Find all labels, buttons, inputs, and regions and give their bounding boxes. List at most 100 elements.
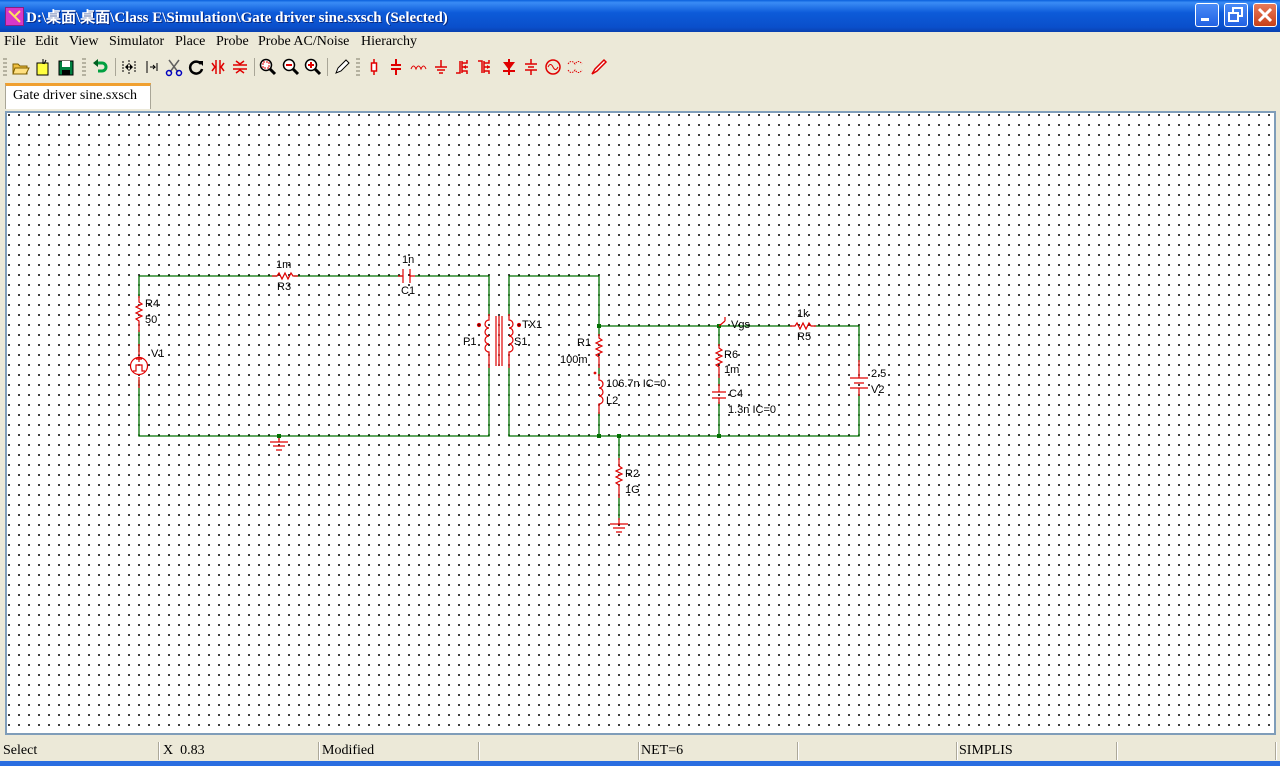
close-button[interactable] — [1253, 3, 1277, 27]
label-l2-value: 106.7n IC=0 — [606, 378, 666, 390]
transformer-button[interactable] — [565, 57, 585, 77]
undo-button[interactable] — [90, 57, 110, 77]
menu-edit[interactable]: Edit — [35, 34, 59, 49]
nmos-button[interactable] — [453, 57, 473, 77]
transformer-icon — [567, 61, 583, 73]
wire[interactable] — [508, 275, 600, 336]
zoom-out-button[interactable] — [281, 57, 301, 77]
capacitor-icon — [391, 59, 401, 75]
resistor-r3[interactable] — [272, 271, 298, 281]
label-r5-value: 1k — [797, 308, 809, 320]
flip-v-red-icon — [233, 60, 247, 74]
menu-file[interactable]: File — [4, 34, 26, 49]
menu-probe-ac-noise[interactable]: Probe AC/Noise — [258, 34, 350, 49]
probe-button[interactable] — [589, 57, 609, 77]
app-icon[interactable] — [5, 7, 24, 26]
status-simulator: SIMPLIS — [959, 743, 1013, 758]
label-tx1-ref: TX1 — [522, 319, 542, 331]
menu-probe[interactable]: Probe — [216, 34, 249, 49]
rotate-button[interactable] — [186, 57, 206, 77]
zoom-out-icon — [282, 58, 300, 76]
menu-view[interactable]: View — [69, 34, 99, 49]
restore-icon — [1228, 7, 1243, 22]
flip-h-red-icon — [211, 60, 225, 74]
inductor-button[interactable] — [409, 57, 429, 77]
save-button[interactable] — [56, 57, 76, 77]
toolbar-separator — [115, 58, 116, 76]
toolbar — [0, 55, 1280, 79]
mirror-horizontal-button[interactable] — [119, 57, 139, 77]
resistor-r6[interactable] — [714, 344, 724, 378]
junction-dot — [597, 324, 601, 328]
ground-button[interactable] — [431, 57, 451, 77]
menu-bar: File Edit View Simulator Place Probe Pro… — [0, 32, 1280, 53]
cut-button[interactable] — [164, 57, 184, 77]
pmos-button[interactable] — [475, 57, 495, 77]
diode-button[interactable] — [499, 57, 519, 77]
toolbar-grip[interactable] — [356, 58, 360, 76]
voltage-probe-vgs[interactable] — [718, 317, 726, 327]
wire-button[interactable] — [332, 57, 352, 77]
component-labels: R4 50 1m R3 1n C1 V1 P1 TX1 S1 R1 100m 1… — [145, 254, 886, 496]
capacitor-c1[interactable] — [398, 269, 415, 283]
transformer-tx1[interactable] — [476, 314, 522, 368]
menu-place[interactable]: Place — [175, 34, 206, 49]
schematic-canvas[interactable]: R4 50 1m R3 1n C1 V1 P1 TX1 S1 R1 100m 1… — [5, 111, 1276, 735]
open-button[interactable] — [10, 57, 30, 77]
undo-arrow-icon — [93, 59, 108, 73]
zoom-fit-button[interactable] — [258, 57, 278, 77]
resistor-r2[interactable] — [614, 458, 624, 498]
battery-button[interactable] — [521, 57, 541, 77]
status-mode: Select — [3, 743, 38, 758]
toolbar-separator — [254, 58, 255, 76]
label-v1-ref: V1 — [151, 348, 164, 360]
label-s1: S1 — [514, 336, 527, 348]
pencil-icon — [335, 59, 350, 74]
rotate-icon — [188, 60, 204, 75]
minimize-button[interactable] — [1195, 3, 1219, 27]
label-p1: P1 — [463, 336, 476, 348]
ground-icon — [435, 60, 447, 74]
dc-source-v2[interactable] — [850, 360, 868, 396]
zoom-in-button[interactable] — [303, 57, 323, 77]
status-modified: Modified — [322, 743, 375, 758]
status-divider — [956, 742, 958, 760]
capacitor-button[interactable] — [386, 57, 406, 77]
status-coordinate: X 0.83 — [163, 743, 205, 758]
title-bar: D:\桌面\桌面\Class E\Simulation\Gate driver … — [0, 0, 1280, 32]
maximize-button[interactable] — [1224, 3, 1248, 27]
label-r3-value: 1m — [276, 259, 291, 271]
toolbar-grip[interactable] — [3, 58, 7, 76]
scissors-icon — [165, 59, 183, 77]
resistor-r1[interactable] — [594, 334, 604, 368]
flip-h-button[interactable] — [208, 57, 228, 77]
wire[interactable] — [599, 325, 860, 362]
label-r4-value: 50 — [145, 314, 157, 326]
tab-gate-driver-sine[interactable]: Gate driver sine.sxsch — [5, 83, 151, 109]
ground-symbol[interactable] — [610, 518, 628, 533]
resistor-r5[interactable] — [790, 321, 816, 331]
label-r4-ref: R4 — [145, 298, 159, 310]
flip-v-button[interactable] — [230, 57, 250, 77]
inductor-l2[interactable] — [598, 374, 604, 414]
toolbar-grip[interactable] — [82, 58, 86, 76]
resistor-r4[interactable] — [134, 296, 144, 332]
ground-symbol[interactable] — [270, 438, 288, 451]
new-button[interactable] — [33, 57, 53, 77]
resistor-button[interactable] — [364, 57, 384, 77]
status-divider — [1116, 742, 1118, 760]
source-v1[interactable] — [129, 344, 149, 388]
label-v2-ref: V2 — [871, 384, 884, 396]
wire[interactable] — [138, 276, 490, 437]
sine-source-button[interactable] — [543, 57, 563, 77]
capacitor-c4[interactable] — [712, 384, 726, 404]
probe-icon — [591, 58, 608, 75]
menu-hierarchy[interactable]: Hierarchy — [361, 34, 417, 49]
wire[interactable] — [139, 275, 490, 316]
wire[interactable] — [508, 366, 860, 437]
mirror-vertical-button[interactable] — [142, 57, 162, 77]
mirror-h-icon — [122, 60, 136, 74]
menu-simulator[interactable]: Simulator — [109, 34, 165, 49]
status-divider — [318, 742, 320, 760]
close-icon — [1257, 7, 1273, 23]
